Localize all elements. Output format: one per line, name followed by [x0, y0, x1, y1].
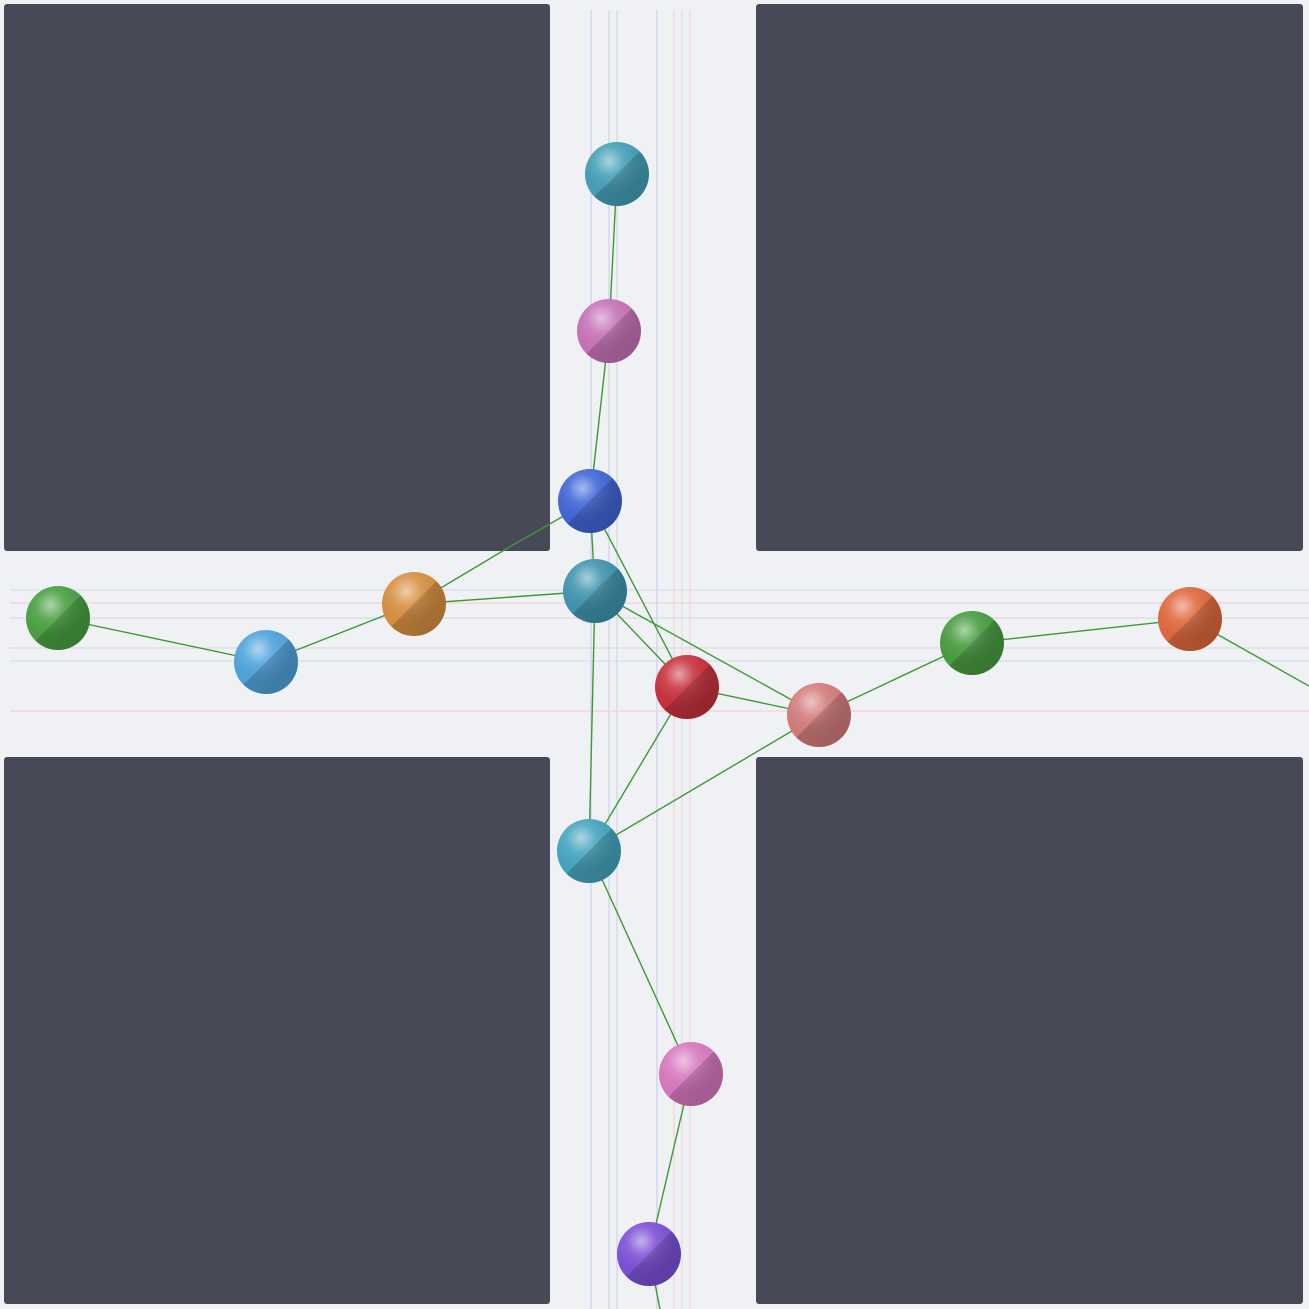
agent-sphere[interactable]: [585, 142, 649, 206]
agent-sphere[interactable]: [617, 1222, 681, 1286]
block-top-left: [4, 4, 550, 551]
link-4-9: [594, 590, 820, 716]
agent-sphere[interactable]: [1158, 587, 1222, 651]
horizontal-lane-guides: [10, 589, 1309, 712]
block-bottom-left: [4, 757, 550, 1304]
agent-sphere[interactable]: [558, 469, 622, 533]
link-9-12: [588, 714, 820, 852]
link-12-13: [588, 850, 692, 1075]
agents-layer: [26, 142, 1222, 1286]
block-top-right: [756, 4, 1303, 551]
agent-sphere[interactable]: [940, 611, 1004, 675]
link-7-6: [57, 617, 267, 663]
agent-sphere[interactable]: [787, 683, 851, 747]
agent-sphere[interactable]: [563, 559, 627, 623]
agent-sphere[interactable]: [26, 586, 90, 650]
link-10-11: [971, 618, 1191, 644]
agent-sphere[interactable]: [234, 630, 298, 694]
agent-sphere[interactable]: [557, 819, 621, 883]
agent-sphere[interactable]: [382, 572, 446, 636]
agent-sphere[interactable]: [577, 299, 641, 363]
agent-sphere[interactable]: [655, 655, 719, 719]
link-3-8: [589, 500, 688, 688]
block-bottom-right: [756, 757, 1303, 1304]
link-4-12: [588, 590, 596, 852]
agent-sphere[interactable]: [659, 1042, 723, 1106]
